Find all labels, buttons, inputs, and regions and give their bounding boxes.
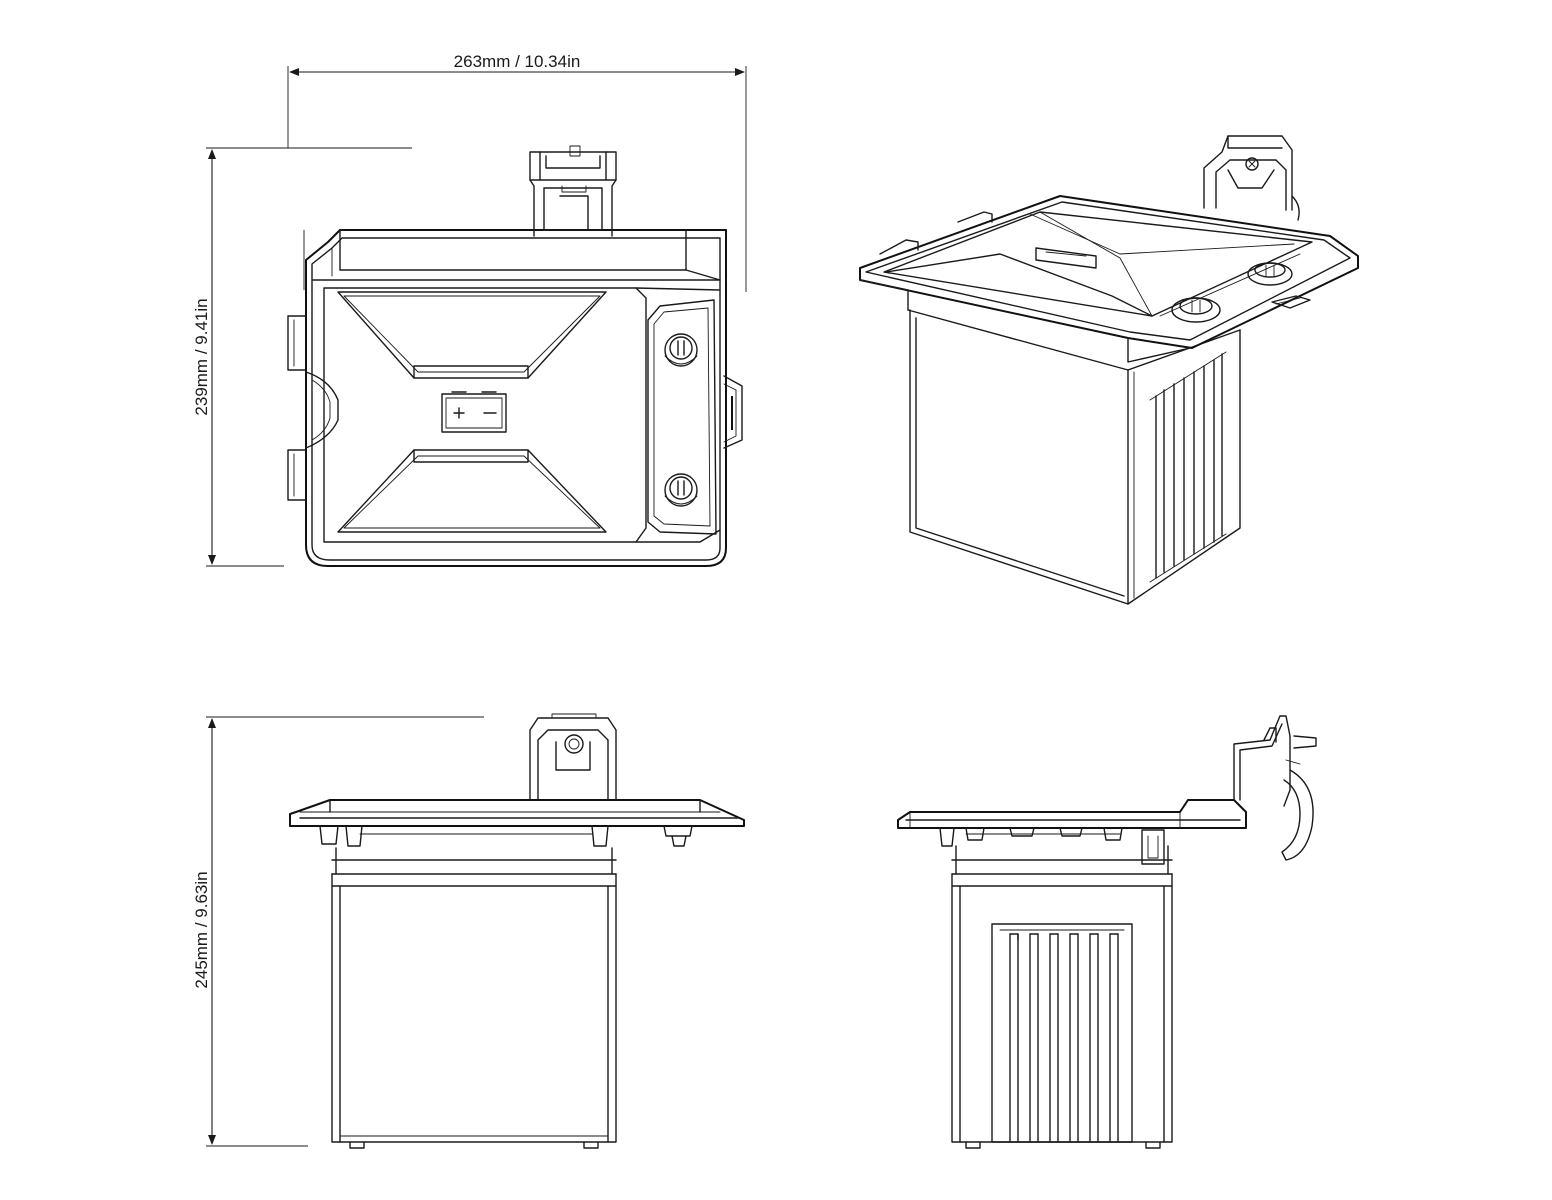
bottom-height-dimension: 245mm / 9.63in — [192, 716, 484, 1147]
top-view — [287, 145, 743, 567]
width-dimension-label: 263mm / 10.34in — [454, 52, 581, 71]
side-view — [897, 715, 1317, 1149]
isometric-view — [859, 135, 1359, 605]
positive-terminal-icon — [664, 333, 698, 367]
battery-symbol-icon — [441, 391, 507, 433]
iso-terminal-icon — [1171, 262, 1293, 323]
front-view — [289, 713, 745, 1149]
top-height-dimension-label: 239mm / 9.41in — [192, 298, 211, 415]
negative-terminal-icon — [664, 473, 698, 507]
width-dimension: 263mm / 10.34in — [287, 52, 747, 292]
top-height-dimension: 239mm / 9.41in — [192, 147, 412, 567]
bottom-height-dimension-label: 245mm / 9.63in — [192, 871, 211, 988]
